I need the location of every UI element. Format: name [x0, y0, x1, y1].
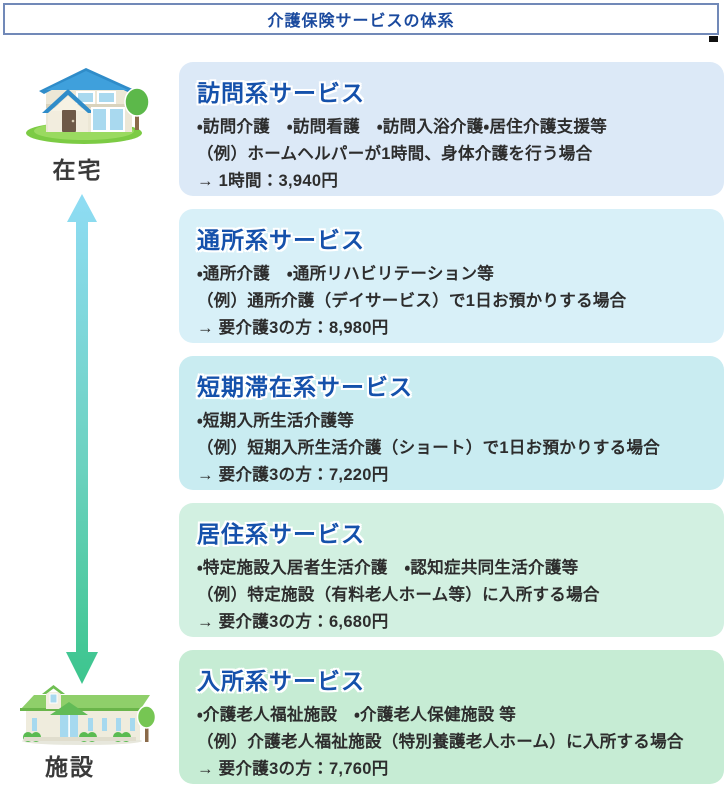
service-card-tsusho: 通所系サービス ・通所介護 ・通所リハビリテーション等 （例）通所介護（デイサー… [179, 209, 724, 343]
service-items-line: ・訪問介護 ・訪問看護 ・訪問入浴介護・居住介護支援等 [197, 118, 608, 136]
service-example-line: （例）通所介護（デイサービス）で1日お預かりする場合 [197, 292, 627, 310]
service-items-line: ・通所介護 ・通所リハビリテーション等 [197, 265, 495, 283]
facility-building-icon [20, 685, 156, 745]
service-card-title: 居住系サービス [197, 521, 365, 547]
service-card-kyoju: 居住系サービス ・特定施設入居者生活介護 ・認知症共同生活介護等 （例）特定施設… [179, 503, 724, 637]
service-card-tanki: 短期滞在系サービス ・短期入所生活介護等 （例）短期入所生活介護（ショート）で1… [179, 356, 724, 490]
service-card-homon: 訪問系サービス ・訪問介護 ・訪問看護 ・訪問入浴介護・居住介護支援等 （例）ホ… [179, 62, 724, 196]
service-price-line: → 要介護3の方：7,220円 [197, 466, 389, 484]
service-items-line: ・介護老人福祉施設 ・介護老人保健施設 等 [197, 706, 517, 724]
service-price-line: → 要介護3の方：6,680円 [197, 613, 389, 631]
service-price-line: → 要介護3の方：7,760円 [197, 760, 389, 778]
service-example-line: （例）特定施設（有料老人ホーム等）に入所する場合 [197, 586, 600, 604]
service-card-title: 入所系サービス [197, 668, 365, 694]
house-icon [26, 68, 150, 144]
service-card-title: 短期滞在系サービス [197, 374, 413, 400]
service-card-title: 通所系サービス [197, 227, 365, 253]
home-facility-arrow-icon [66, 194, 98, 684]
home-label: 在宅 [52, 157, 103, 183]
service-card-title: 訪問系サービス [197, 80, 365, 106]
service-price-line: → 要介護3の方：8,980円 [197, 319, 389, 337]
service-example-line: （例）ホームヘルパーが1時間、身体介護を行う場合 [197, 145, 593, 163]
page-title: 介護保険サービスの体系 [3, 3, 719, 35]
service-price-line: → 1時間：3,940円 [197, 172, 339, 190]
facility-label: 施設 [45, 754, 95, 780]
service-card-nyusho: 入所系サービス ・介護老人福祉施設 ・介護老人保健施設 等 （例）介護老人福祉施… [179, 650, 724, 784]
black-corner-mark [709, 36, 718, 42]
service-cards: 訪問系サービス ・訪問介護 ・訪問看護 ・訪問入浴介護・居住介護支援等 （例）ホ… [179, 62, 724, 784]
service-example-line: （例）短期入所生活介護（ショート）で1日お預かりする場合 [197, 439, 661, 457]
service-items-line: ・特定施設入居者生活介護 ・認知症共同生活介護等 [197, 559, 579, 577]
service-items-line: ・短期入所生活介護等 [197, 412, 355, 430]
service-example-line: （例）介護老人福祉施設（特別養護老人ホーム）に入所する場合 [197, 733, 684, 751]
